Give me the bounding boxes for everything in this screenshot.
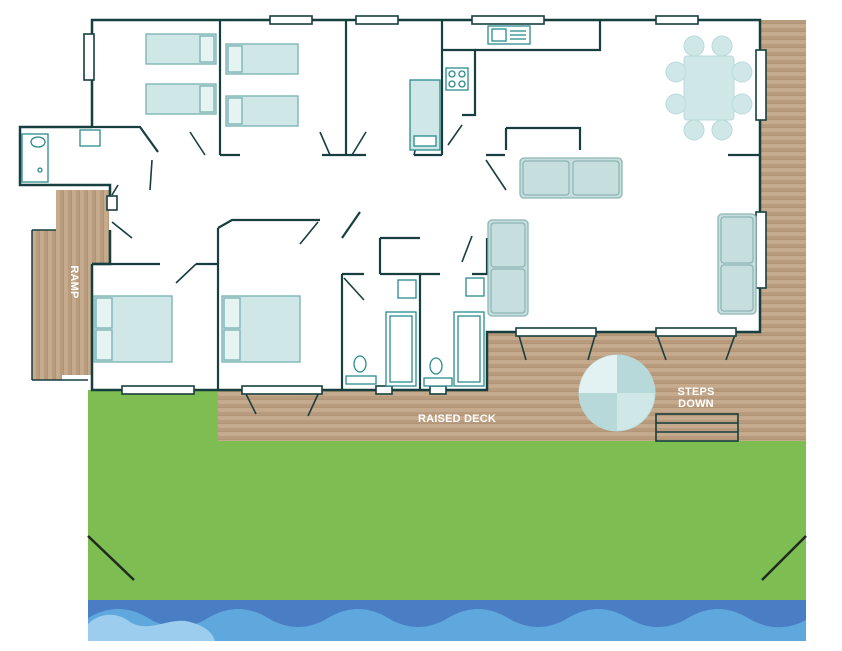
steps-down-label-line1: STEPS [677, 386, 715, 398]
bed-double-1 [93, 295, 173, 363]
kitchen [445, 25, 531, 91]
water [88, 600, 806, 641]
en-suite [345, 279, 417, 387]
lawn-edge-left [87, 535, 135, 581]
lawn-edge-right [761, 535, 807, 581]
deck-right-strip [760, 20, 806, 332]
sofa-right [717, 213, 757, 315]
steps-down-label: STEPS DOWN [664, 386, 728, 410]
cloakroom [21, 129, 101, 183]
sofa-left [487, 219, 529, 317]
shower-room [423, 277, 485, 387]
bed-twin-1 [145, 33, 217, 65]
raised-deck-label: RAISED DECK [418, 413, 496, 425]
bed-twin-3 [225, 43, 299, 75]
steps-down [655, 413, 739, 442]
bed-twin-4 [225, 95, 299, 127]
bed-twin-2 [145, 83, 217, 115]
sofa-top [519, 157, 623, 199]
ramp-label: RAMP [68, 265, 80, 299]
ramp-deck-lower [32, 230, 62, 380]
steps-down-label-line2: DOWN [678, 398, 714, 410]
windows [83, 15, 767, 395]
hot-tub [578, 354, 656, 432]
bed-double-2 [221, 295, 301, 363]
interior-walls [92, 20, 760, 390]
bath-1 [409, 79, 441, 151]
dining-table [665, 35, 753, 141]
